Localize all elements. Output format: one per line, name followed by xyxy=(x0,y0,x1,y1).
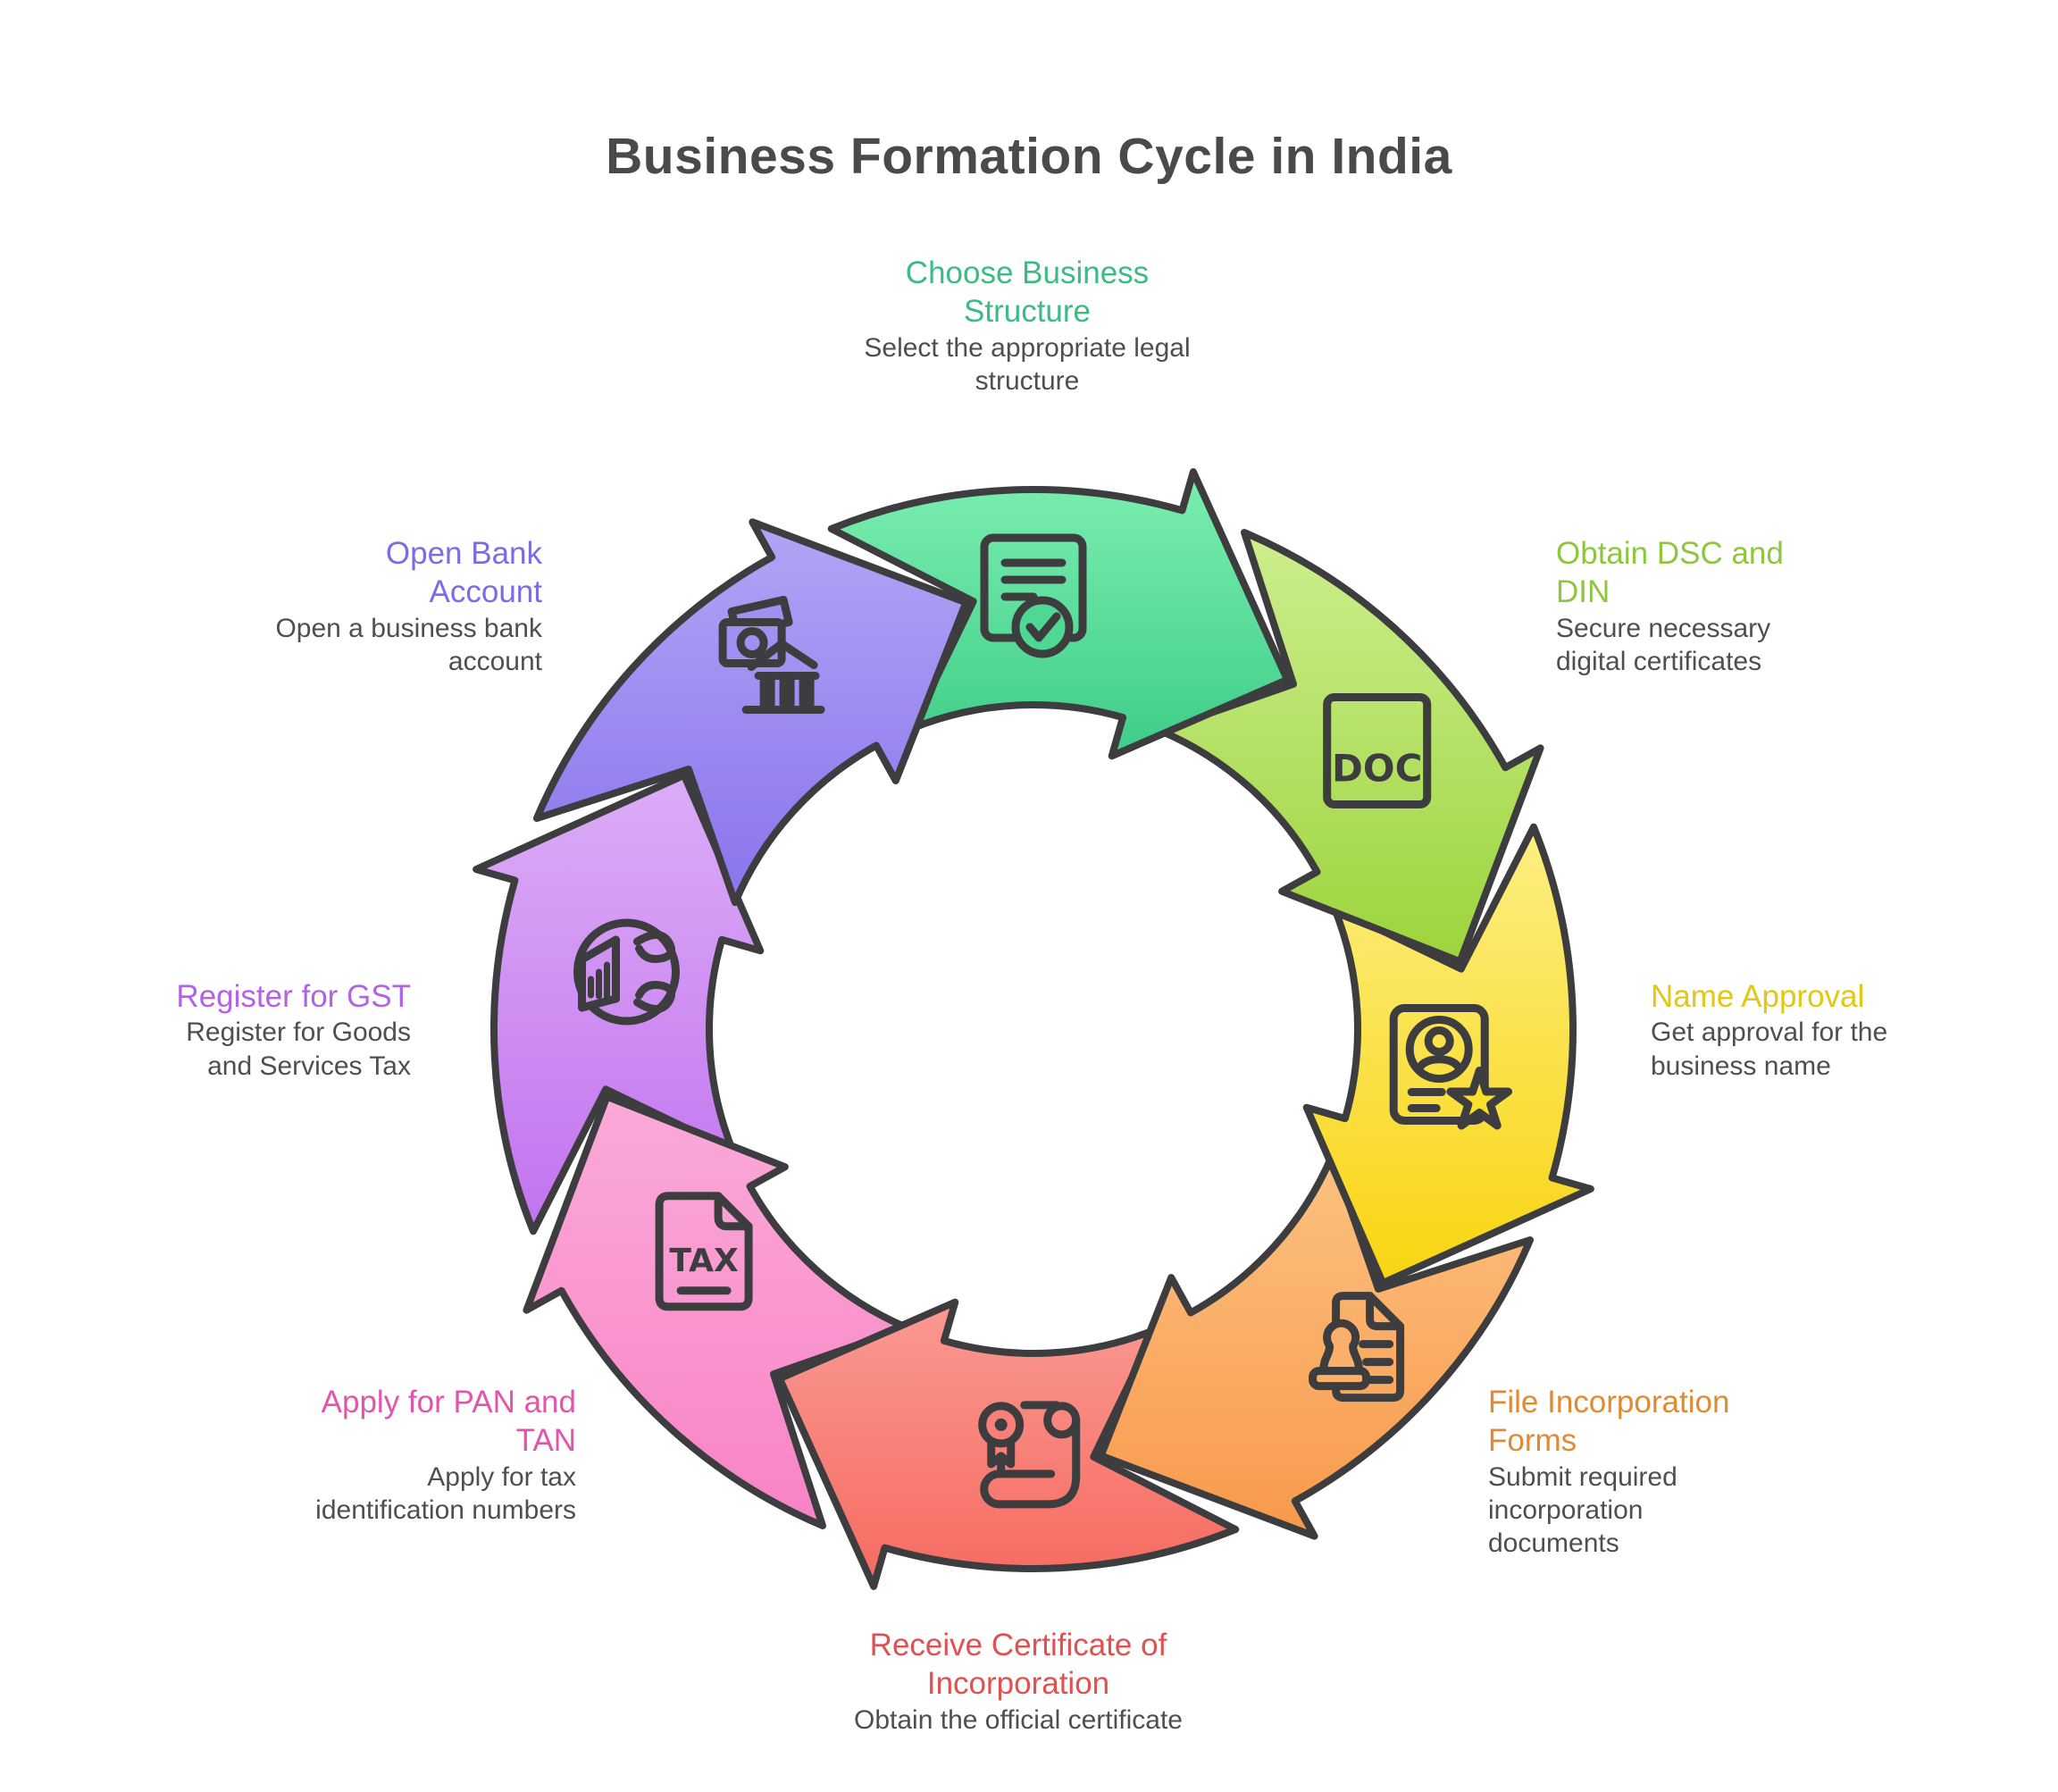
stamp-document-icon xyxy=(1309,1292,1405,1403)
step-name-approval: Name Approval Get approval for the busin… xyxy=(1651,977,1919,1083)
arrow-step-4 xyxy=(1097,1151,1534,1540)
step-description: Select the appropriate legal structure xyxy=(864,332,1191,396)
step-title: Receive Certificate of Incorporation xyxy=(869,1628,1167,1702)
gst-chart-icon xyxy=(573,918,680,1026)
svg-text:TAX: TAX xyxy=(669,1243,739,1279)
arrow-step-6 xyxy=(523,1093,911,1529)
id-card-star-icon xyxy=(1389,1004,1512,1130)
bank-money-icon xyxy=(718,596,825,714)
step-obtain-dsc-din: Obtain DSC and DIN Secure necessary digi… xyxy=(1556,534,1797,678)
certificate-scroll-icon xyxy=(978,1401,1081,1509)
step-file-incorporation-forms: File Incorporation Forms Submit required… xyxy=(1488,1383,1756,1560)
step-title: File Incorporation Forms xyxy=(1488,1385,1730,1459)
step-description: Get approval for the business name xyxy=(1651,1017,1888,1081)
doc-file-icon: DOC xyxy=(1323,693,1432,808)
step-description: Apply for tax identification numbers xyxy=(315,1461,576,1525)
step-title: Choose Business Structure xyxy=(905,255,1150,330)
step-apply-pan-tan: Apply for PAN and TAN Apply for tax iden… xyxy=(308,1383,576,1527)
step-receive-certificate: Receive Certificate of Incorporation Obt… xyxy=(849,1626,1188,1737)
step-title: Obtain DSC and DIN xyxy=(1556,536,1784,610)
step-description: Register for Goods and Services Tax xyxy=(186,1017,411,1081)
arrow-step-2 xyxy=(1156,529,1544,966)
step-description: Open a business bank account xyxy=(275,613,542,676)
page-title: Business Formation Cycle in India xyxy=(606,128,1452,185)
step-choose-business-structure: Choose Business Structure Select the app… xyxy=(856,254,1199,398)
step-open-bank-account: Open Bank Account Open a business bank a… xyxy=(247,534,542,678)
step-description: Secure necessary digital certificates xyxy=(1556,613,1771,676)
document-check-icon xyxy=(980,533,1087,658)
svg-text:DOC: DOC xyxy=(1332,747,1422,791)
step-title: Apply for PAN and TAN xyxy=(321,1385,576,1459)
step-register-gst: Register for GST Register for Goods and … xyxy=(152,977,411,1083)
step-title: Open Bank Account xyxy=(385,536,542,610)
arrow-step-3 xyxy=(1302,823,1594,1287)
step-description: Submit required incorporation documents xyxy=(1488,1461,1677,1559)
step-title: Name Approval xyxy=(1651,979,1865,1014)
step-description: Obtain the official certificate xyxy=(854,1704,1183,1735)
tax-document-icon: TAX xyxy=(655,1192,753,1311)
arrow-step-7 xyxy=(473,771,765,1235)
step-title: Register for GST xyxy=(176,979,411,1014)
